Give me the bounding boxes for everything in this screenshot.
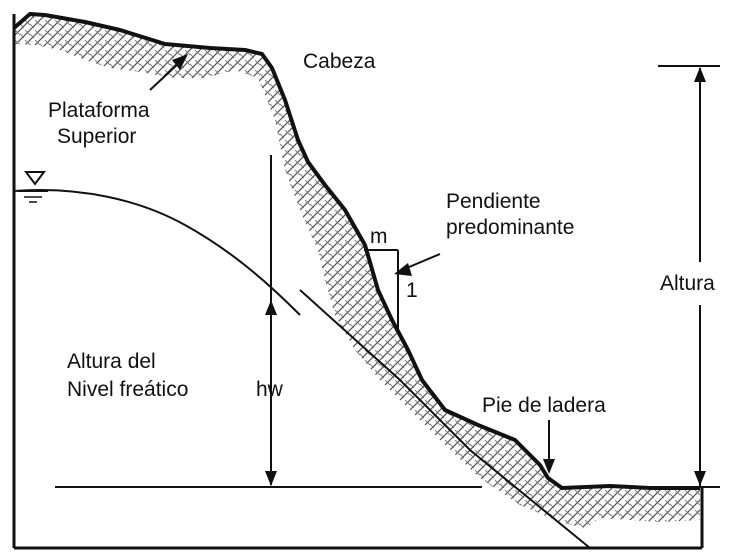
height-label: Altura <box>660 272 715 295</box>
hw-dimension <box>265 155 277 486</box>
upper-platform-label-line2: Superior <box>57 125 136 148</box>
dominant-slope-arrow <box>394 253 441 276</box>
water-table-triangle-icon <box>18 171 48 203</box>
dominant-slope-label-line1: Pendiente <box>446 190 541 213</box>
toe-label: Pie de ladera <box>482 394 606 417</box>
dominant-slope-label-line2: predominante <box>446 216 574 239</box>
toe-arrow <box>543 420 555 474</box>
head-label: Cabeza <box>303 50 376 73</box>
ground-surface <box>12 12 700 490</box>
slope-run-label: m <box>370 225 388 248</box>
slip-surface <box>299 289 591 549</box>
water-table-line <box>13 188 301 316</box>
slope-ratio-triangle <box>364 249 399 333</box>
slope-rise-label: 1 <box>406 279 418 302</box>
water-table-height-label-line2: Nivel freático <box>67 378 188 401</box>
upper-platform-arrow <box>149 54 188 91</box>
soil-layer <box>14 14 700 528</box>
water-table-height-label-line1: Altura del <box>67 350 156 373</box>
hw-label: hw <box>256 378 284 401</box>
height-dimension <box>658 65 720 488</box>
upper-platform-label-line1: Plataforma <box>48 99 150 122</box>
